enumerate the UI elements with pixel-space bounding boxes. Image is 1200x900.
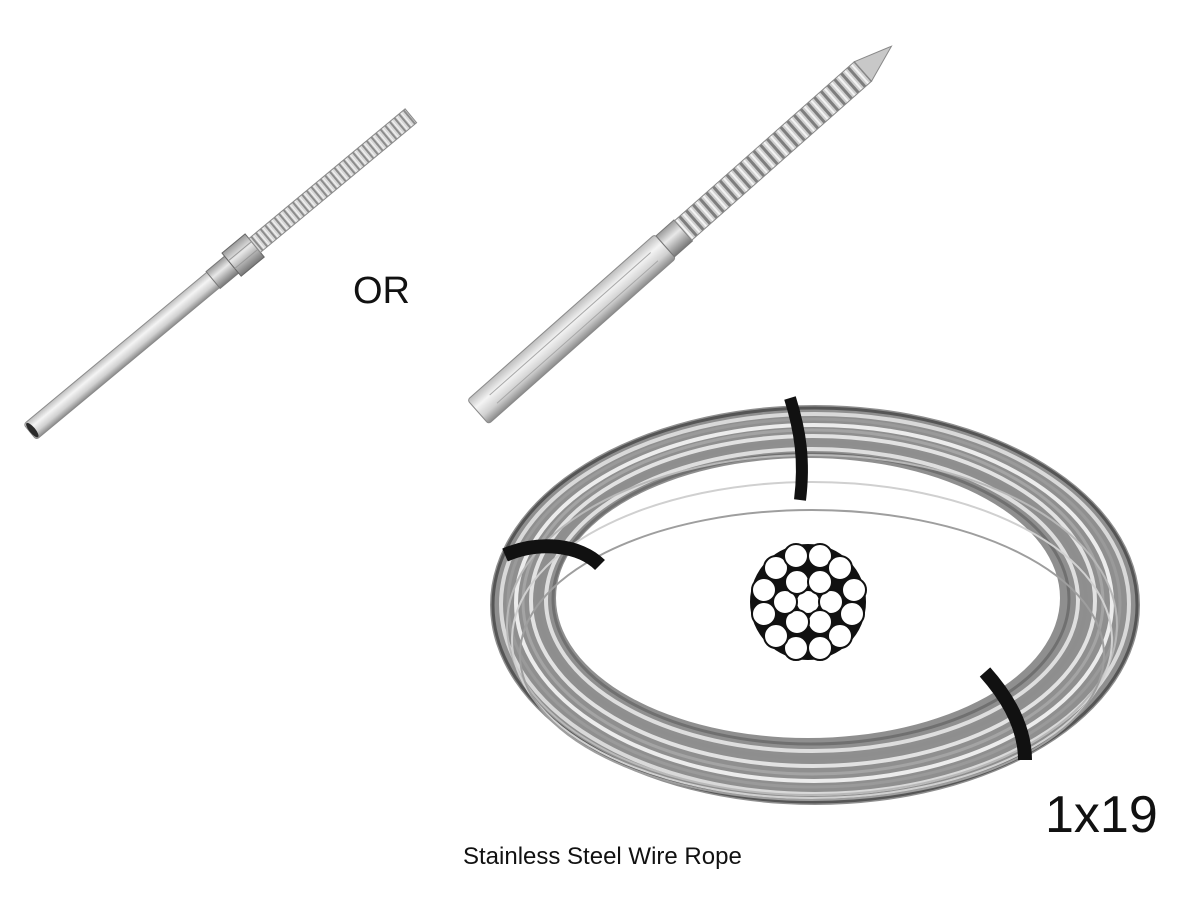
- threaded-stud-terminal-icon: [24, 108, 418, 439]
- wire-rope-coil-icon: [490, 396, 1140, 805]
- or-separator-label: OR: [353, 270, 410, 312]
- lag-screw-terminal-icon: [468, 45, 893, 424]
- strand-construction-label: 1x19: [1045, 786, 1158, 844]
- product-caption: Stainless Steel Wire Rope: [463, 843, 742, 870]
- strand-cross-section-icon: [750, 543, 867, 661]
